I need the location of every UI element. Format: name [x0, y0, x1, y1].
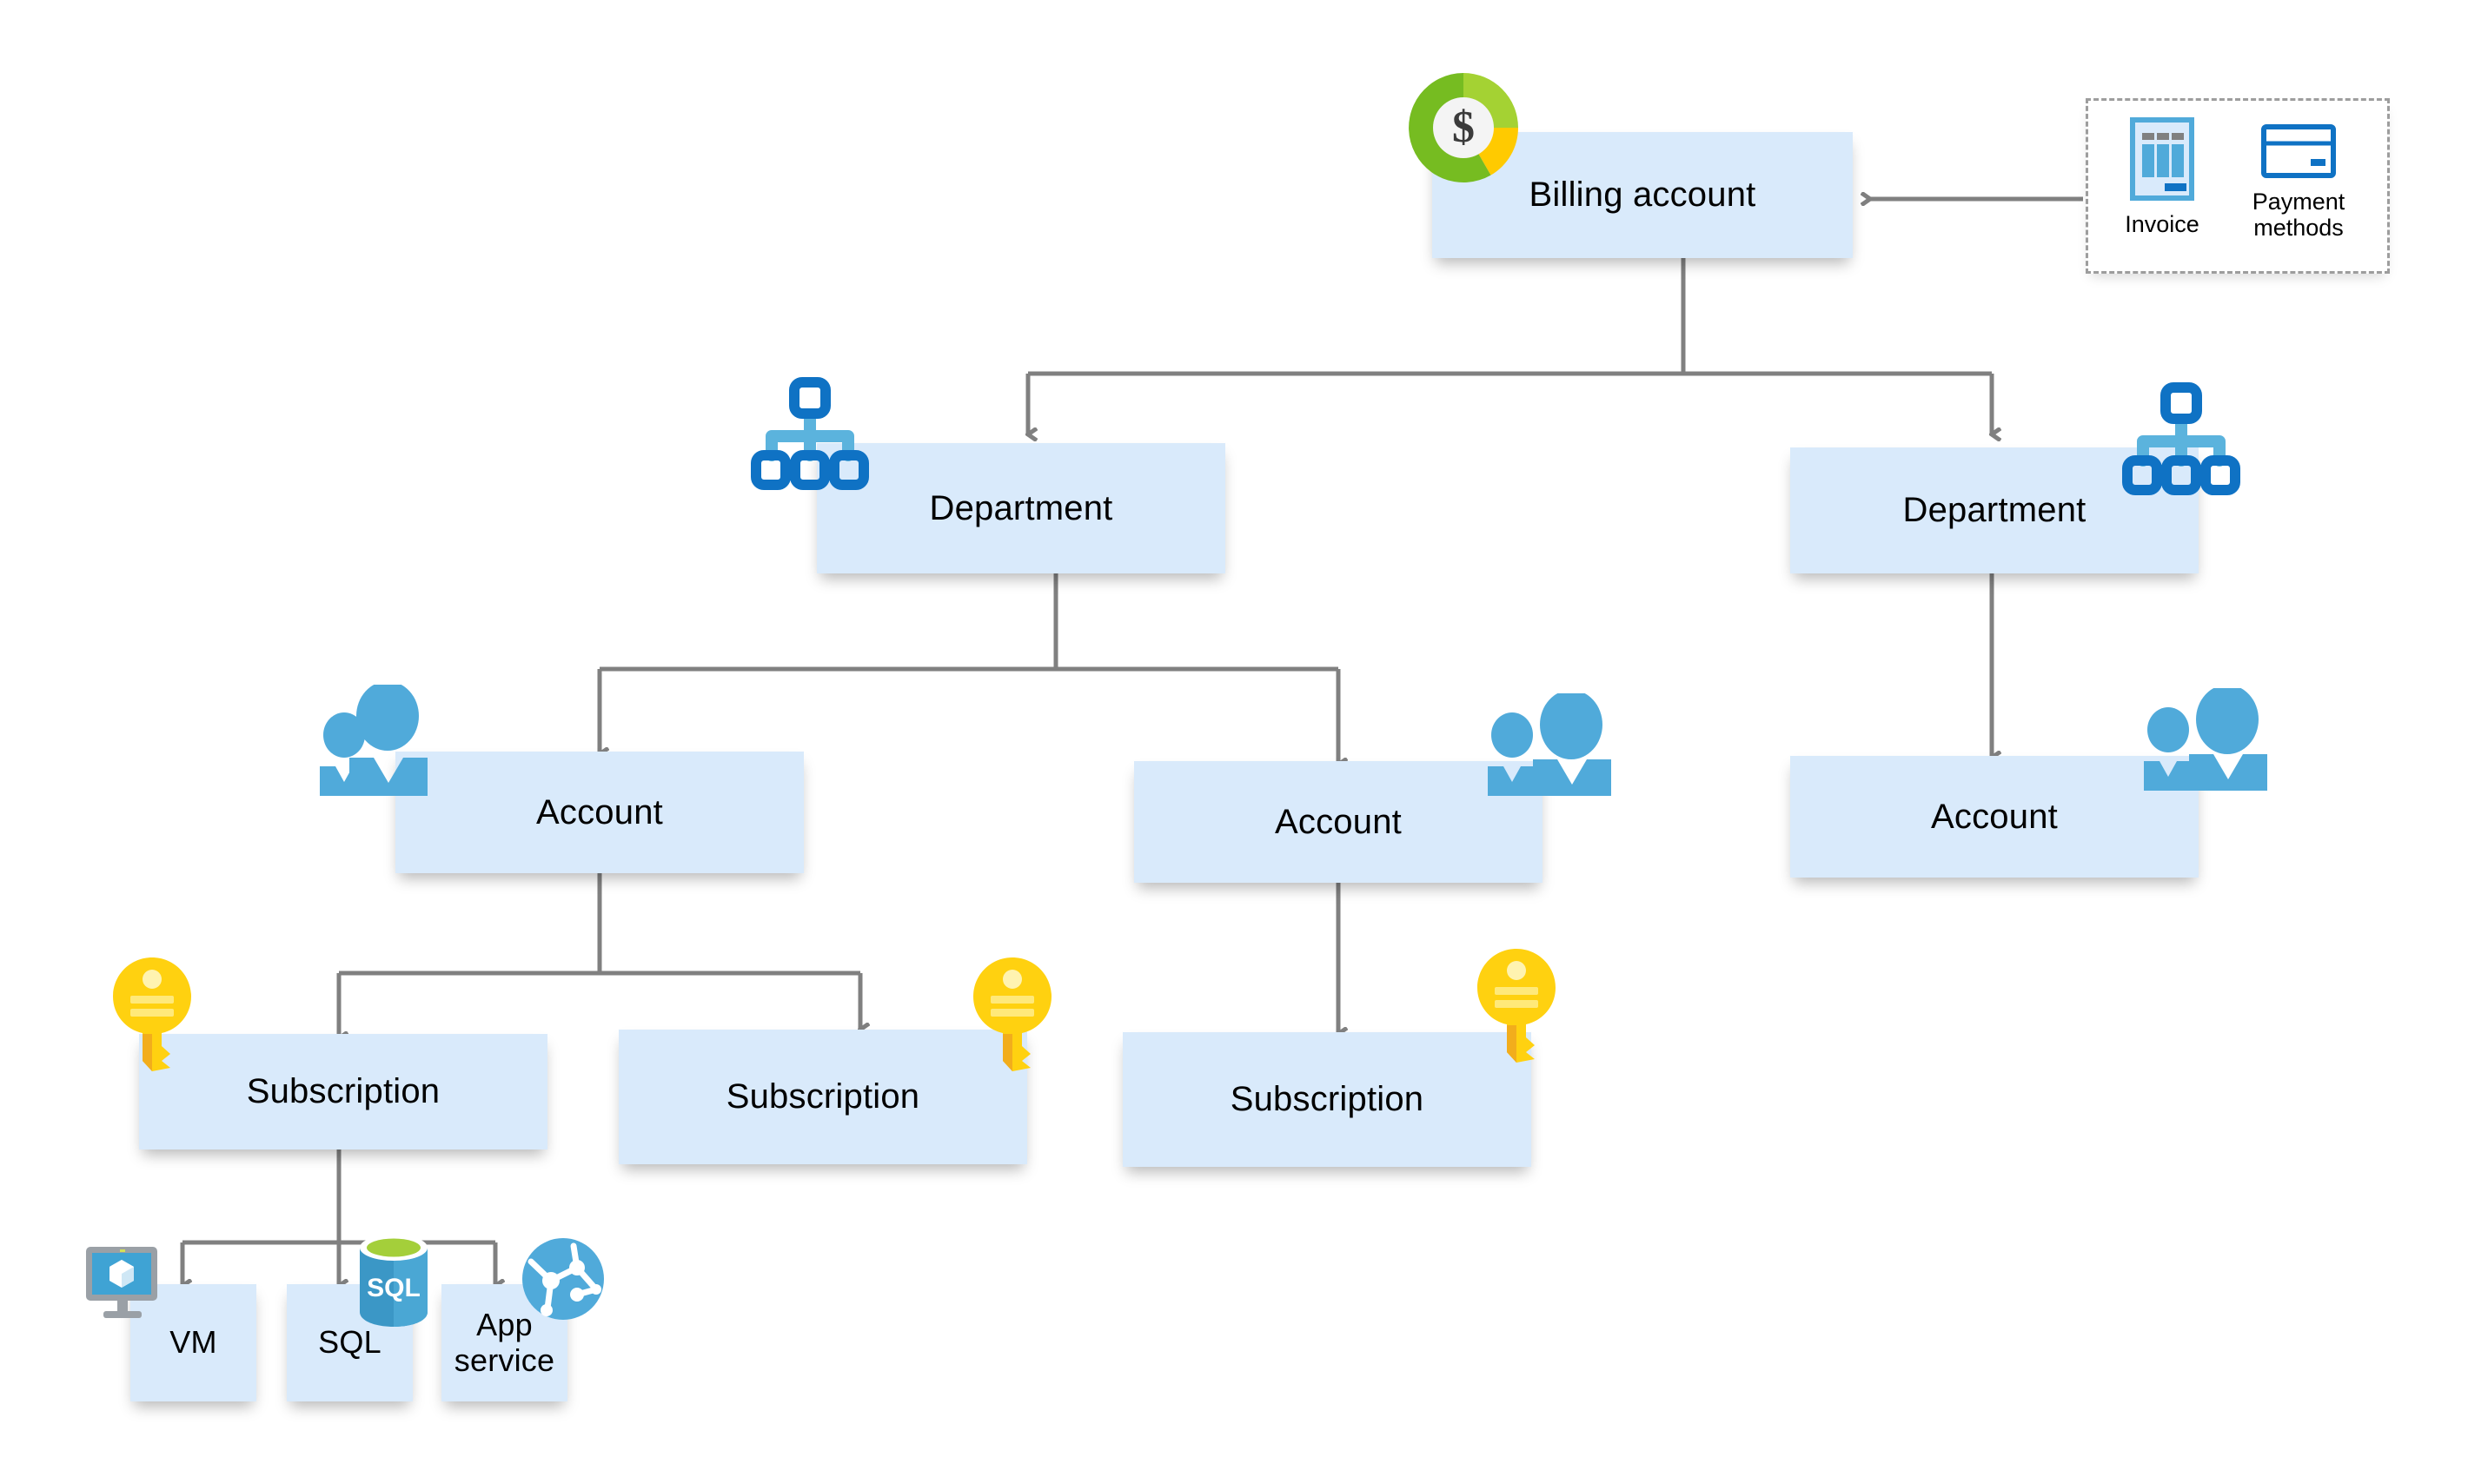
payment-methods-group [2086, 98, 2390, 274]
node-subscription-3[interactable]: Subscription [1123, 1032, 1531, 1167]
payment-item-payment-methods[interactable]: Payment methods [2233, 124, 2364, 242]
payment-item-label-line2: methods [2253, 215, 2344, 242]
invoice-icon [2130, 117, 2194, 201]
payment-item-label: Invoice [2125, 211, 2199, 238]
node-department-left[interactable]: Department [817, 443, 1225, 573]
node-label: Subscription [246, 1072, 441, 1111]
node-label: App service [454, 1307, 555, 1378]
node-billing-account[interactable]: Billing account [1432, 132, 1853, 258]
node-label: Account [1275, 802, 1402, 841]
credit-card-icon [2261, 124, 2336, 178]
node-label: SQL [318, 1324, 381, 1361]
node-account-2[interactable]: Account [1134, 761, 1542, 883]
node-label: Account [536, 792, 663, 831]
node-resource-app-service[interactable]: App service [441, 1284, 567, 1401]
node-subscription-2[interactable]: Subscription [619, 1030, 1027, 1164]
node-label: VM [169, 1324, 217, 1361]
node-label: Subscription [726, 1077, 920, 1116]
node-department-right[interactable]: Department [1790, 447, 2199, 573]
node-account-1[interactable]: Account [395, 752, 804, 873]
payment-item-label-line1: Payment [2252, 189, 2345, 215]
node-label: Account [1931, 797, 2058, 836]
node-resource-vm[interactable]: VM [130, 1284, 256, 1401]
node-account-3[interactable]: Account [1790, 756, 2199, 878]
node-label: Subscription [1230, 1080, 1424, 1119]
node-label: Department [929, 488, 1113, 527]
node-label: Billing account [1529, 176, 1756, 215]
node-subscription-1[interactable]: Subscription [139, 1034, 547, 1149]
payment-item-invoice[interactable]: Invoice [2097, 117, 2227, 237]
node-resource-sql[interactable]: SQL [287, 1284, 413, 1401]
node-label: Department [1902, 491, 2087, 530]
